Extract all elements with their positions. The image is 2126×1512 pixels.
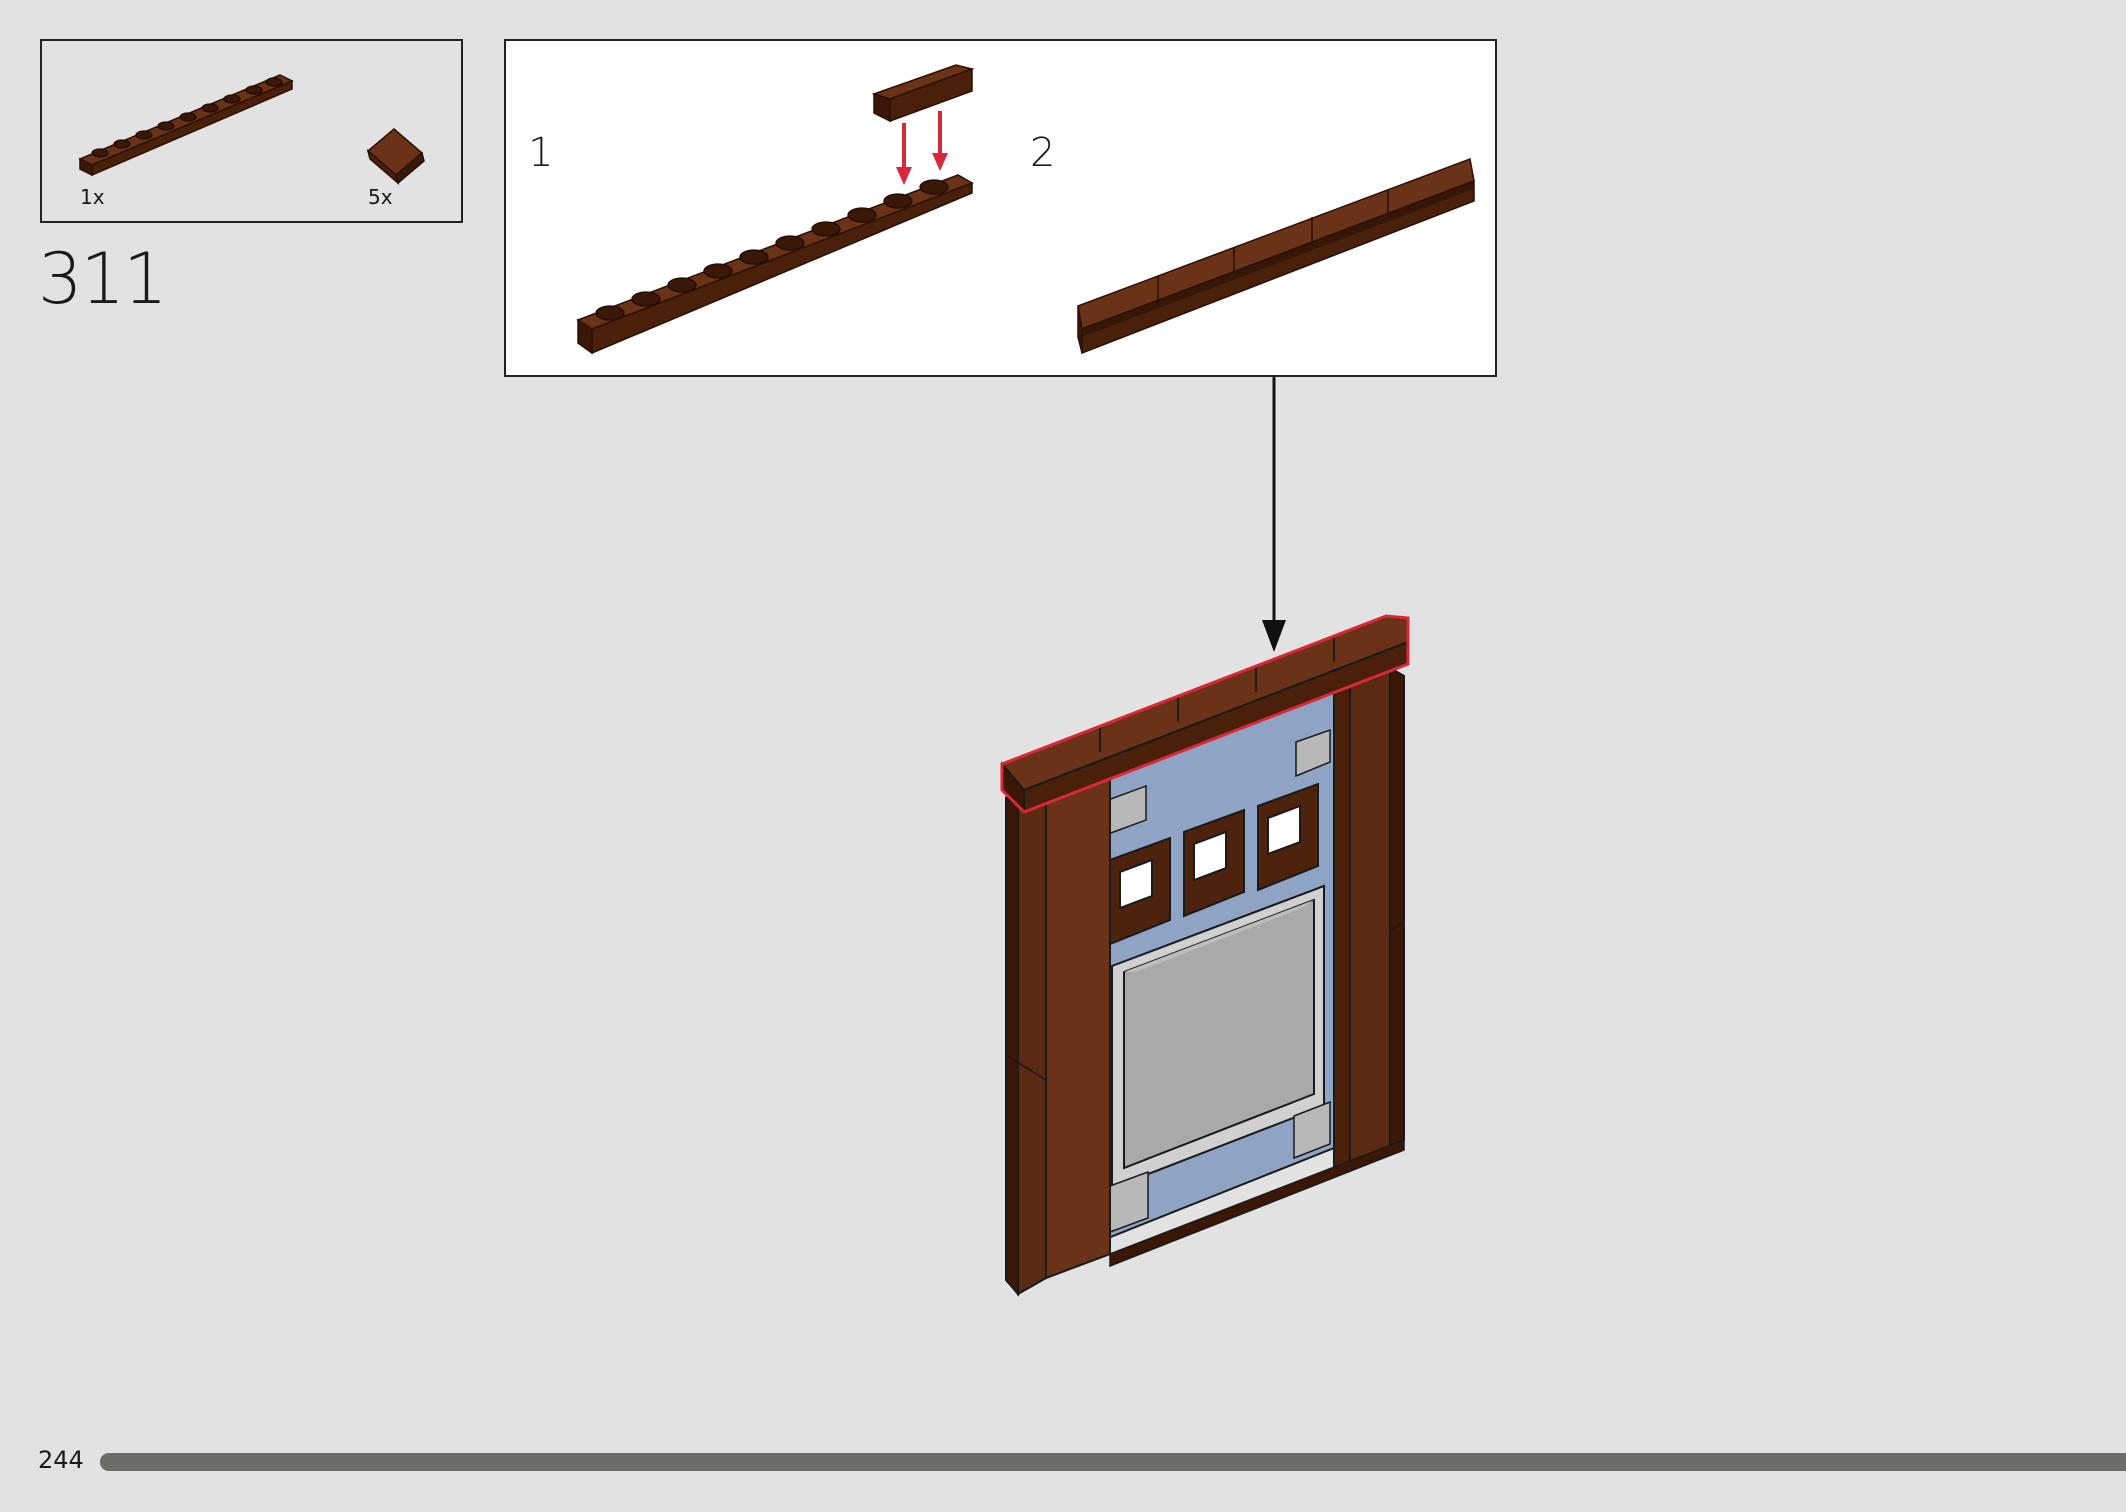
parts-illustration [78,74,425,186]
substep-1-plate-icon [576,174,974,355]
progress-bar [100,1453,2126,1471]
window-frame-model-icon [1000,614,1410,1297]
part-quantity-2: 5x [368,185,393,209]
substep-1-slope-icon [871,64,975,123]
left-pillar-icon [1004,764,1111,1297]
assembly-arrow-icon [896,111,948,185]
step-number: 311 [38,238,168,320]
substep-1-number: 1 [528,130,554,176]
placement-arrow-icon [1262,377,1286,652]
right-pillar-icon [1333,666,1405,1172]
substep-2-number: 2 [1030,130,1056,176]
sub-assembly-box: 1 2 [504,39,1497,377]
sub-assembly-illustration [576,64,1475,355]
main-model-illustration [1000,377,1410,1297]
large-window-pane-icon [1111,884,1325,1190]
brown-slope-tile-icon [366,128,425,186]
progress-bar-fill [100,1453,2126,1471]
part-quantity-1: 1x [80,185,105,209]
brown-plate-1x10-icon [78,74,294,177]
parts-callout: 1x 5x [40,39,463,223]
page-number: 244 [38,1446,84,1474]
new-top-beam-icon [1000,614,1410,815]
substep-2-assembly-icon [1077,157,1475,355]
small-window-row-icon [1109,782,1319,946]
